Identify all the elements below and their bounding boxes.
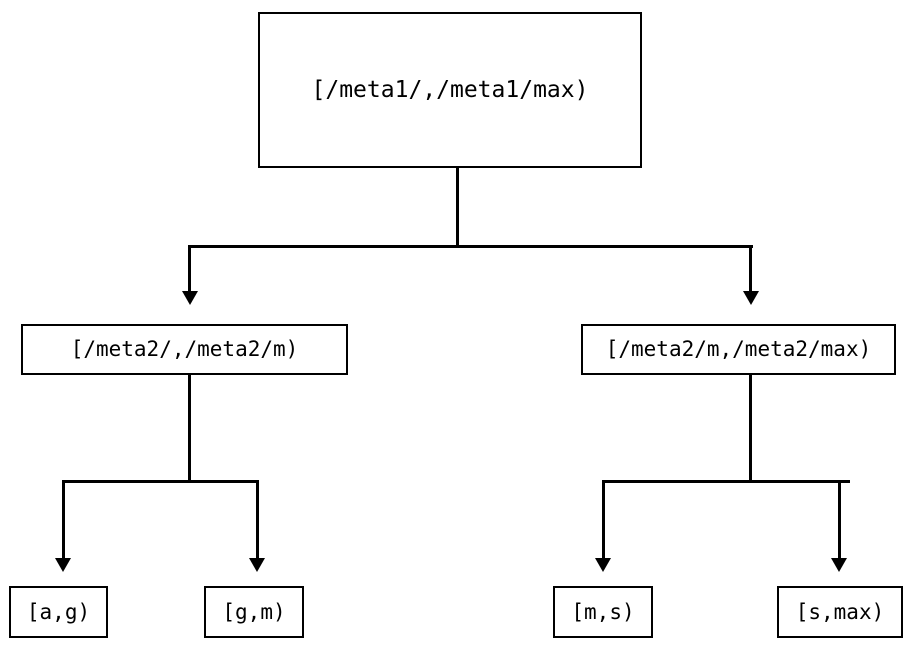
arrowhead-down-icon-leaf-gm <box>249 558 265 572</box>
node-root-label: [/meta1/,/meta1/max) <box>311 76 589 103</box>
edge-meta2-low-to-leaf-gm <box>256 480 259 559</box>
node-leaf-g-m-label: [g,m) <box>222 599 286 624</box>
arrowhead-down-icon-leaf-ms <box>595 558 611 572</box>
node-leaf-s-max-label: [s,max) <box>795 599 885 624</box>
edge-meta2-low-horizontal-bar <box>62 480 259 483</box>
node-leaf-m-s-label: [m,s) <box>571 599 635 624</box>
edge-meta2-low-to-leaf-ag <box>62 480 65 559</box>
node-leaf-a-g[interactable]: [a,g) <box>9 586 108 638</box>
arrowhead-down-icon-leaf-smax <box>831 558 847 572</box>
edge-root-to-meta2-low <box>188 245 191 292</box>
edge-level1-horizontal-bar <box>188 245 753 248</box>
edge-meta2-high-to-leaf-smax <box>838 480 841 559</box>
node-leaf-s-max[interactable]: [s,max) <box>777 586 903 638</box>
arrowhead-down-icon-leaf-ag <box>55 558 71 572</box>
node-meta2-low-label: [/meta2/,/meta2/m) <box>70 337 299 361</box>
arrowhead-down-icon-meta2-high <box>743 291 759 305</box>
node-leaf-m-s[interactable]: [m,s) <box>553 586 653 638</box>
node-meta2-high-label: [/meta2/m,/meta2/max) <box>605 337 872 361</box>
edge-meta2-low-stem <box>188 375 191 483</box>
edge-root-to-meta2-high <box>749 245 752 292</box>
edge-meta2-high-horizontal-bar <box>602 480 850 483</box>
arrowhead-down-icon-meta2-low <box>182 291 198 305</box>
edge-meta2-high-stem <box>749 375 752 483</box>
node-leaf-g-m[interactable]: [g,m) <box>204 586 304 638</box>
node-leaf-a-g-label: [a,g) <box>26 599 91 624</box>
node-root-meta1-range[interactable]: [/meta1/,/meta1/max) <box>258 12 642 168</box>
edge-root-stem <box>456 167 459 248</box>
node-meta2-high-range[interactable]: [/meta2/m,/meta2/max) <box>581 324 896 375</box>
edge-meta2-high-to-leaf-ms <box>602 480 605 559</box>
node-meta2-low-range[interactable]: [/meta2/,/meta2/m) <box>21 324 348 375</box>
